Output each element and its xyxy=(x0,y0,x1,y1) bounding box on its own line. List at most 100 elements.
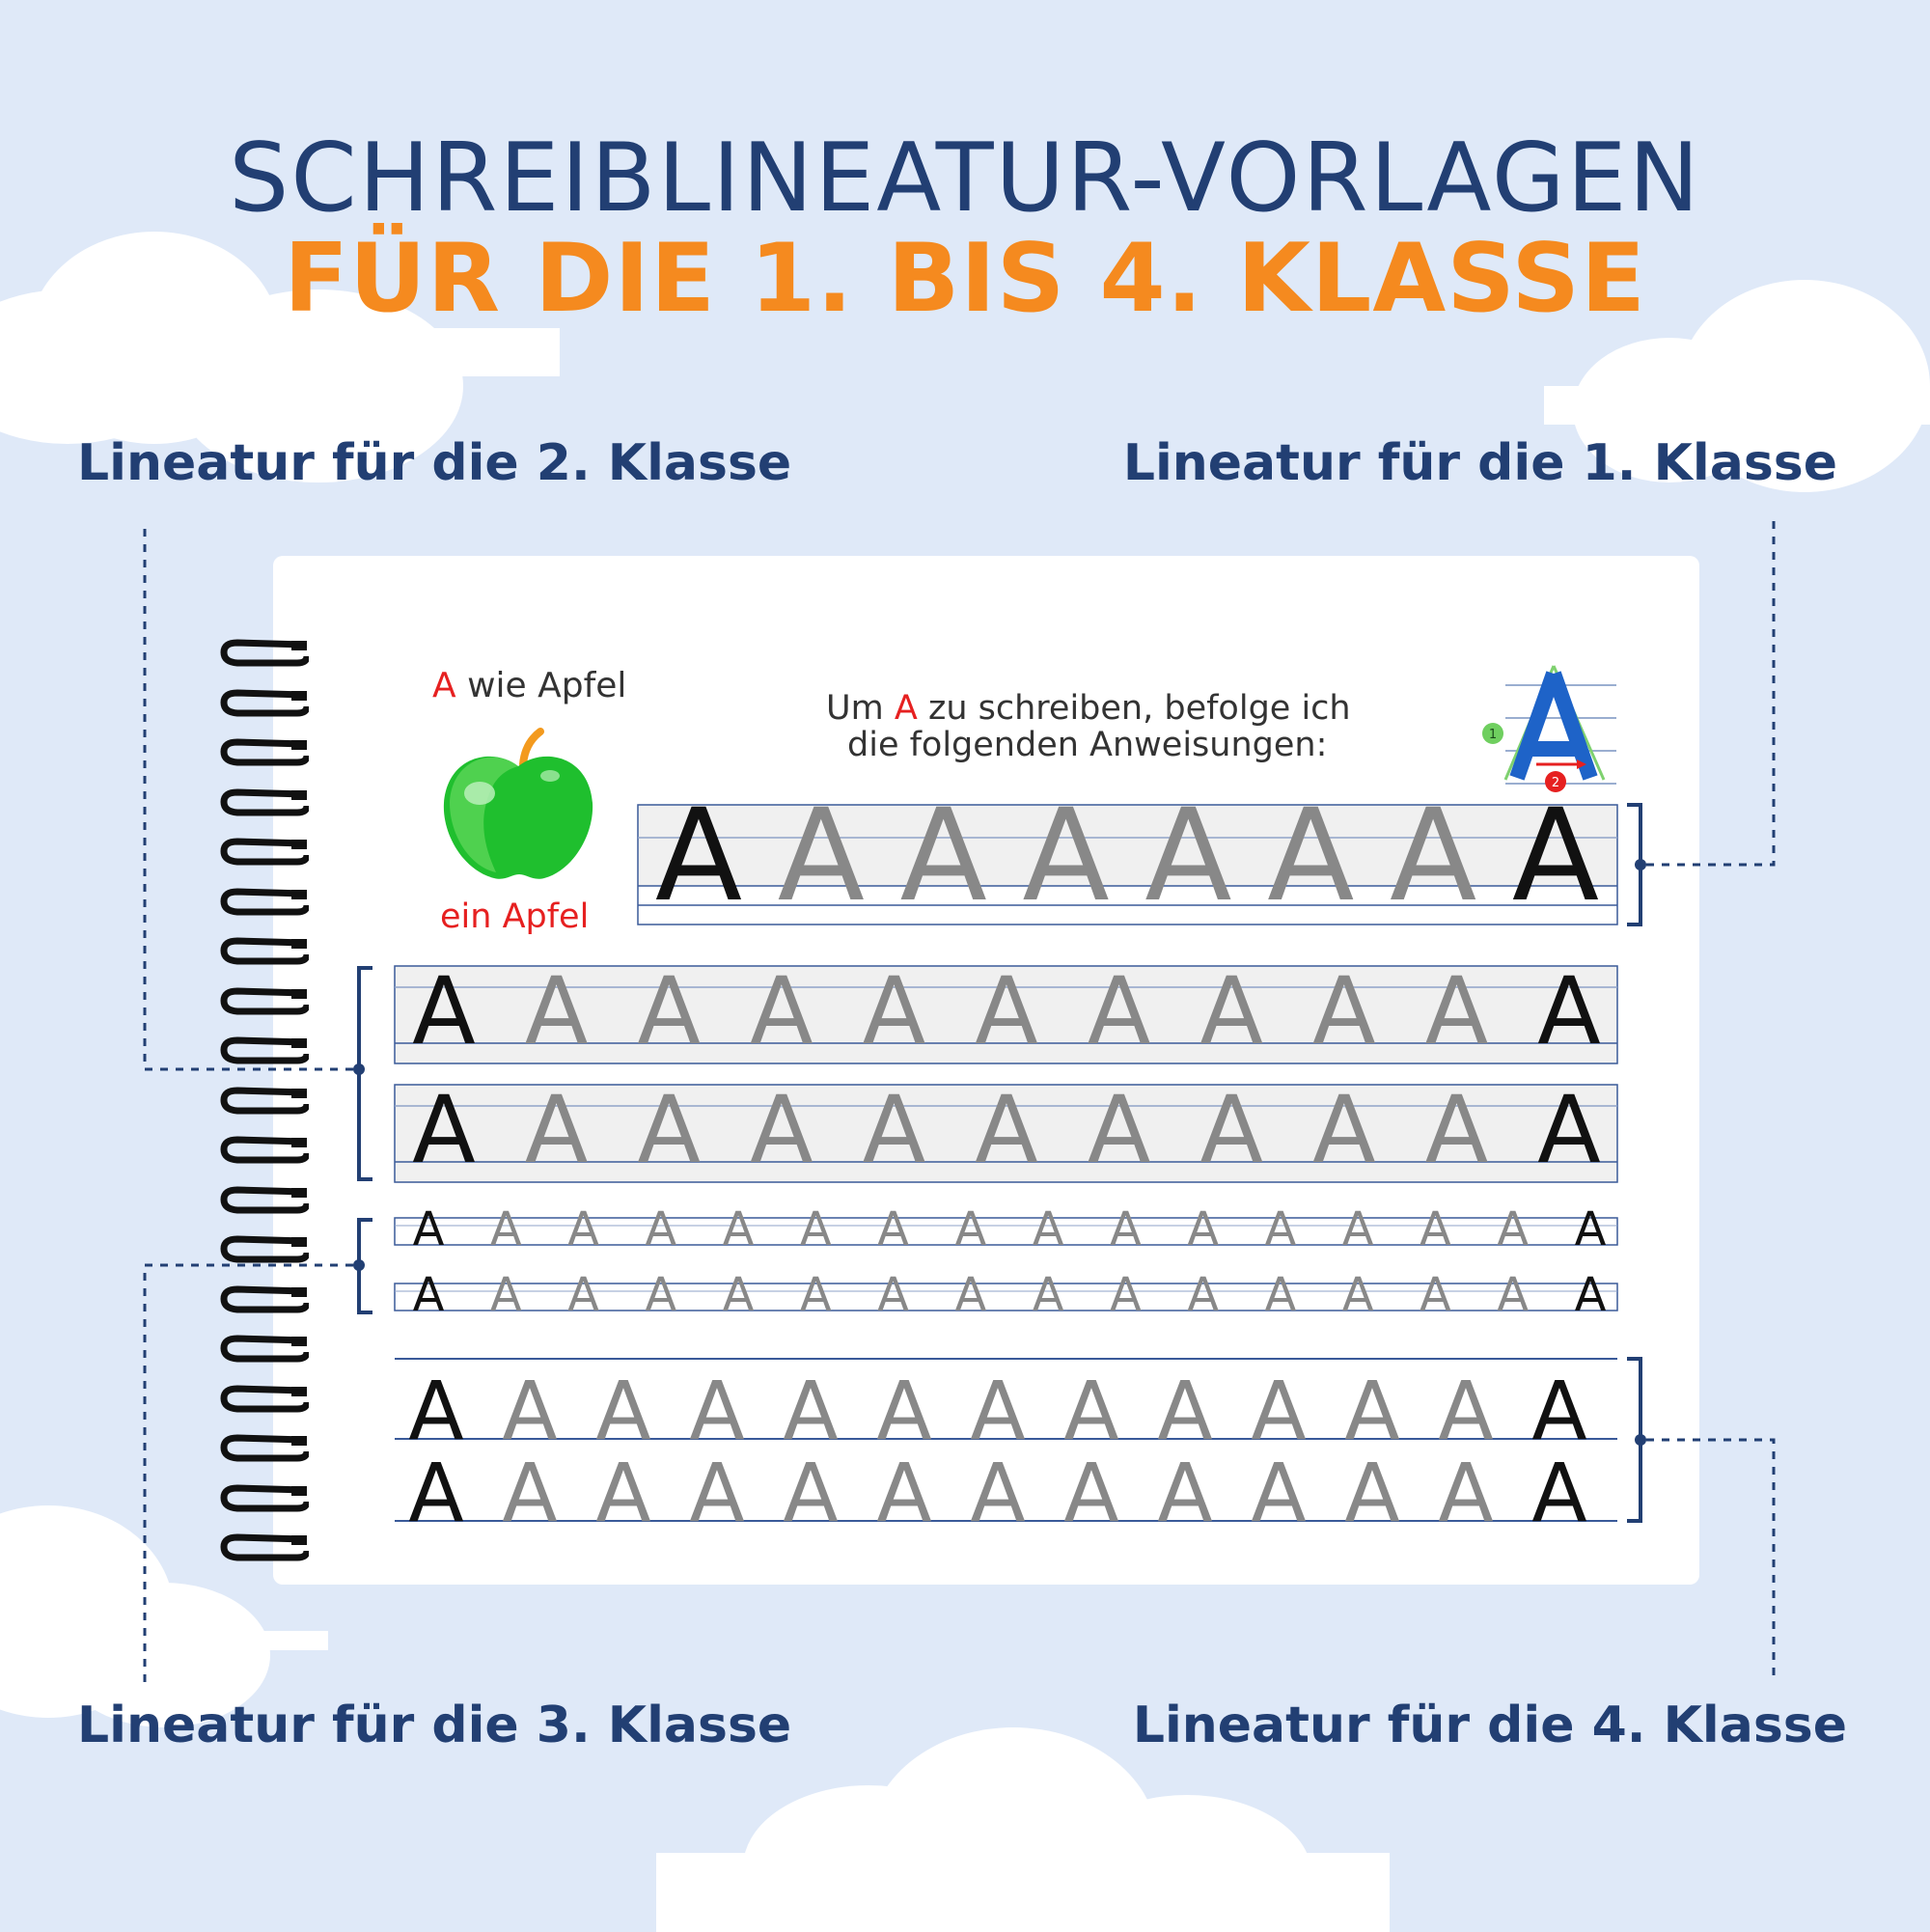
class-4-letter: A xyxy=(1251,1446,1306,1540)
class-3-letter: A xyxy=(1497,1268,1529,1322)
class-4-letter: A xyxy=(689,1364,744,1458)
class-4-letter: A xyxy=(502,1364,557,1458)
connector-dot xyxy=(1635,1434,1646,1446)
class-3-letter: A xyxy=(1420,1202,1451,1256)
class-3-letter: A xyxy=(723,1268,755,1322)
row-2-shading xyxy=(395,1085,1617,1182)
class-3-letter: A xyxy=(1575,1202,1607,1256)
class-3-letter: A xyxy=(1187,1202,1219,1256)
class-4-letter: A xyxy=(783,1364,838,1458)
class-3-letter: A xyxy=(800,1268,832,1322)
spiral-ring xyxy=(220,886,311,919)
class-3-letter: A xyxy=(1575,1268,1607,1322)
spiral-ring xyxy=(220,935,311,968)
class-4-letter: A xyxy=(1344,1446,1399,1540)
green-apple-icon xyxy=(443,728,593,879)
spiral-ring xyxy=(220,637,311,670)
class-3-letter: A xyxy=(1033,1202,1064,1256)
instruction-line-2: die folgenden Anweisungen: xyxy=(847,726,1328,764)
letter-heading: A wie Apfel xyxy=(432,666,626,705)
class-2-letter: A xyxy=(1312,1076,1376,1184)
class-2-letter: A xyxy=(637,1076,701,1184)
class-2-letter: A xyxy=(525,1076,589,1184)
spiral-ring xyxy=(220,1482,311,1515)
label-class-4: Lineatur für die 4. Klasse xyxy=(1132,1697,1847,1754)
class-4-letter: A xyxy=(408,1364,463,1458)
class-2-letter: A xyxy=(1199,1076,1263,1184)
class-1-letter: A xyxy=(778,782,865,930)
instruction-letter: A xyxy=(894,689,918,728)
class-4-letter: A xyxy=(783,1446,838,1540)
class-4-letter: A xyxy=(970,1364,1025,1458)
class-4-letter: A xyxy=(1531,1446,1586,1540)
leader-class-1 xyxy=(1646,517,1776,867)
class-4-letter: A xyxy=(595,1364,650,1458)
class-1-letter: A xyxy=(1512,782,1599,930)
letter-highlight: A xyxy=(432,666,456,705)
wie-text: wie Apfel xyxy=(467,666,627,705)
row-3-frame xyxy=(394,1283,1618,1311)
class-1-letter: A xyxy=(1022,782,1109,930)
step-1-number: 1 xyxy=(1489,728,1497,742)
class-3-letter: A xyxy=(1265,1268,1297,1322)
class-4-letter: A xyxy=(502,1446,557,1540)
class-1-letter: A xyxy=(1267,782,1354,930)
step-1-badge xyxy=(1482,723,1503,744)
leader-class-2 xyxy=(143,525,353,1071)
class-4-letter: A xyxy=(689,1446,744,1540)
instruction-post: zu schreiben, befolge ich xyxy=(927,689,1351,728)
row-1-shading xyxy=(638,805,1617,886)
class-2-letter: A xyxy=(1312,957,1376,1065)
class-4-letter: A xyxy=(1344,1364,1399,1458)
class-1-letter: A xyxy=(655,782,742,930)
apple-caption: ein Apfel xyxy=(440,897,590,936)
spiral-ring xyxy=(220,1184,311,1217)
label-class-2: Lineatur für die 2. Klasse xyxy=(77,434,792,492)
class-3-letter: A xyxy=(645,1202,676,1256)
class-2-letter: A xyxy=(1088,1076,1151,1184)
spiral-ring xyxy=(220,1085,311,1118)
title-line-2: FÜR DIE 1. BIS 4. KLASSE xyxy=(284,224,1646,334)
class-2-letter: A xyxy=(1088,957,1151,1065)
class-4-letter: A xyxy=(1438,1446,1493,1540)
class-3-letter: A xyxy=(800,1202,832,1256)
class-3-letter: A xyxy=(954,1268,986,1322)
class-3-letter: A xyxy=(567,1268,599,1322)
class-3-letter: A xyxy=(877,1268,909,1322)
worksheet-page xyxy=(273,556,1699,1585)
class-4-letter: A xyxy=(1157,1364,1212,1458)
class-2-letter: A xyxy=(412,957,476,1065)
class-2-letter: A xyxy=(975,1076,1038,1184)
class-4-letter: A xyxy=(1063,1446,1118,1540)
title-line-1: SCHREIBLINEATUR-VORLAGEN xyxy=(229,124,1701,234)
class-3-letter: A xyxy=(954,1202,986,1256)
step-2-badge xyxy=(1545,771,1566,792)
class-3-letter: A xyxy=(1033,1268,1064,1322)
class-3-letter: A xyxy=(1187,1268,1219,1322)
spiral-ring xyxy=(220,1383,311,1416)
class-4-letter: A xyxy=(1063,1364,1118,1458)
class-3-letter: A xyxy=(1265,1202,1297,1256)
connector-dot xyxy=(1635,859,1646,870)
class-3-letter: A xyxy=(1497,1202,1529,1256)
spiral-ring xyxy=(220,1283,311,1316)
class-3-letter: A xyxy=(1110,1268,1142,1322)
spiral-ring xyxy=(220,736,311,769)
class-3-letter: A xyxy=(1342,1202,1374,1256)
connector-dot xyxy=(353,1063,365,1075)
class-2-letter: A xyxy=(1537,1076,1601,1184)
label-class-3: Lineatur für die 3. Klasse xyxy=(77,1697,792,1754)
class-2-letter: A xyxy=(750,1076,813,1184)
row-2-shading xyxy=(395,966,1617,1063)
stroke-guide-icon: 1 2 xyxy=(1482,665,1616,792)
row-1-frame xyxy=(637,804,1618,925)
class-4-letter: A xyxy=(1157,1446,1212,1540)
class-4-letter: A xyxy=(1531,1364,1586,1458)
class-3-letter: A xyxy=(490,1268,522,1322)
leader-class-4 xyxy=(1646,1438,1776,1683)
row-2-frame xyxy=(394,1084,1618,1183)
class-2-letter: A xyxy=(1425,1076,1489,1184)
class-3-letter: A xyxy=(490,1202,522,1256)
